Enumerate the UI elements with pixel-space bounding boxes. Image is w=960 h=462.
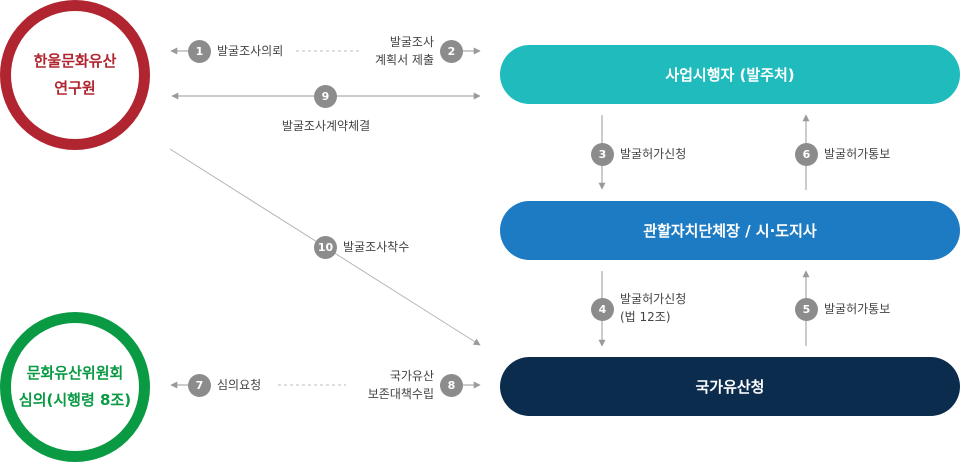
step-badge-9: 9 — [314, 85, 337, 108]
step-label-7: 심의요청 — [217, 378, 262, 392]
step-label-8: 국가유산 보존대책수립 — [368, 367, 434, 403]
step-badge-10: 10 — [314, 236, 337, 259]
step-label-6: 발굴허가통보 — [824, 147, 891, 161]
research-institute-node: 한울문화유산 연구원 — [0, 0, 150, 150]
step-label-5: 발굴허가통보 — [824, 302, 891, 316]
step-label-4-line2: (법 12조) — [620, 310, 671, 324]
heritage-committee-line2: 심의(시행령 8조) — [18, 391, 132, 409]
step-label-4-line1: 발굴허가신청 — [620, 292, 687, 306]
step-label-8-line2: 보존대책수립 — [367, 387, 434, 401]
heritage-committee-line1: 문화유산위원회 — [26, 364, 124, 382]
project-operator-node: 사업시행자 (발주처) — [500, 45, 960, 104]
step-badge-4: 4 — [591, 298, 614, 321]
step-badge-6: 6 — [795, 143, 818, 166]
step-label-4: 발굴허가신청 (법 12조) — [620, 290, 686, 326]
step-label-1: 발굴조사의뢰 — [217, 44, 284, 58]
step-badge-1: 1 — [188, 40, 211, 63]
step-badge-2: 2 — [440, 40, 463, 63]
research-institute-line1: 한울문화유산 — [33, 52, 117, 70]
step-label-8-line1: 국가유산 — [389, 369, 434, 383]
step-label-2: 발굴조사 계획서 제출 — [375, 33, 434, 69]
step-badge-7: 7 — [188, 374, 211, 397]
step-label-3: 발굴허가신청 — [620, 147, 687, 161]
step-badge-8: 8 — [440, 374, 463, 397]
local-government-node: 관할자치단체장 / 시·도지사 — [500, 201, 960, 260]
step-label-10: 발굴조사착수 — [343, 240, 410, 254]
step-label-2-line2: 계획서 제출 — [374, 53, 434, 67]
step-badge-3: 3 — [591, 143, 614, 166]
research-institute-line2: 연구원 — [54, 79, 96, 97]
heritage-committee-node: 문화유산위원회 심의(시행령 8조) — [0, 312, 150, 462]
step-badge-5: 5 — [795, 298, 818, 321]
step-label-9: 발굴조사계약체결 — [281, 119, 371, 133]
national-heritage-node: 국가유산청 — [500, 357, 960, 416]
step-label-2-line1: 발굴조사 — [389, 35, 434, 49]
